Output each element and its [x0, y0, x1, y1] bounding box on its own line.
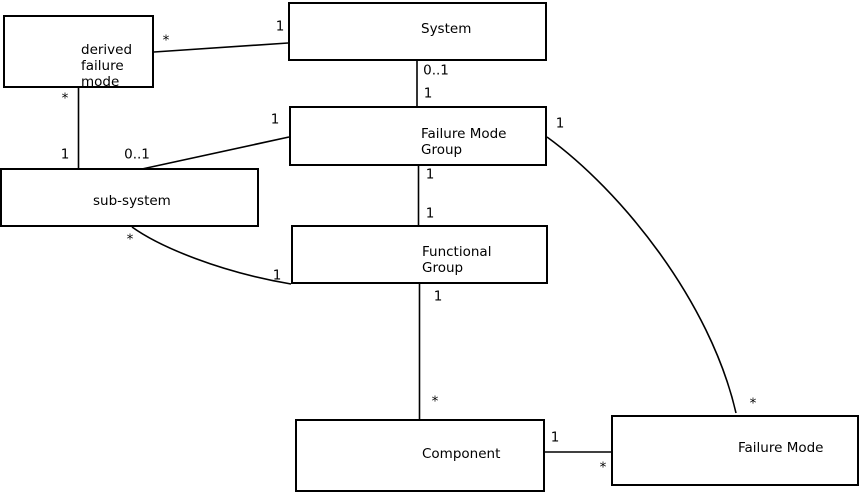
mult-fg-component-source: 1 [433, 288, 443, 305]
entity-system: System [288, 2, 547, 61]
mult-fg-component-target: * [431, 393, 439, 410]
mult-component-fm-target: * [599, 459, 607, 476]
mult-system-fmg-source: 0..1 [423, 62, 449, 79]
edge-failure-mode-group-to-failure-mode [546, 136, 737, 414]
entity-derived-failure-mode-label: derived failure mode [81, 42, 132, 90]
mult-subsystem-fmg-target: 1 [270, 111, 280, 128]
entity-functional-group: Functional Group [291, 225, 548, 284]
entity-failure-mode-group: Failure Mode Group [289, 106, 547, 166]
entity-sub-system-label: sub-system [93, 193, 171, 209]
mult-fmg-fg-target: 1 [425, 205, 435, 222]
entity-sub-system: sub-system [0, 168, 259, 227]
entity-failure-mode-group-label: Failure Mode Group [421, 126, 507, 158]
mult-fmg-fm-target: * [749, 395, 757, 412]
entity-derived-failure-mode-line3: mode [81, 74, 120, 90]
mult-system-fmg-target: 1 [423, 85, 433, 102]
mult-subsystem-fmg-source: 0..1 [124, 146, 150, 163]
entity-functional-group-line2: Group [422, 260, 464, 276]
entity-derived-failure-mode-line1: derived [81, 42, 133, 58]
mult-dfm-system-target: 1 [275, 18, 285, 35]
mult-dfm-subsystem-source: * [61, 90, 69, 107]
edge-sub-system-to-failure-mode-group [141, 136, 290, 170]
mult-subsystem-fg-source: * [126, 231, 134, 248]
entity-functional-group-label: Functional Group [422, 244, 491, 276]
mult-fmg-fm-source: 1 [555, 115, 565, 132]
edge-sub-system-to-functional-group [131, 226, 292, 285]
entity-failure-mode-label: Failure Mode [738, 440, 824, 456]
entity-derived-failure-mode-line2: failure [81, 58, 124, 74]
mult-dfm-subsystem-target: 1 [60, 146, 70, 163]
entity-functional-group-line1: Functional [422, 244, 492, 260]
entity-derived-failure-mode: derived failure mode [3, 15, 154, 90]
edge-derived-failure-mode-to-system [153, 42, 289, 53]
entity-failure-mode: Failure Mode [611, 415, 859, 486]
mult-dfm-system-source: * [162, 32, 170, 49]
entity-component-label: Component [422, 446, 501, 462]
mult-fmg-fg-source: 1 [425, 166, 435, 183]
entity-failure-mode-group-line2: Group [421, 142, 463, 158]
entity-failure-mode-group-line1: Failure Mode [421, 126, 507, 142]
mult-subsystem-fg-target: 1 [272, 267, 282, 284]
mult-component-fm-source: 1 [550, 429, 560, 446]
entity-component: Component [295, 419, 545, 492]
entity-system-label: System [421, 21, 472, 37]
